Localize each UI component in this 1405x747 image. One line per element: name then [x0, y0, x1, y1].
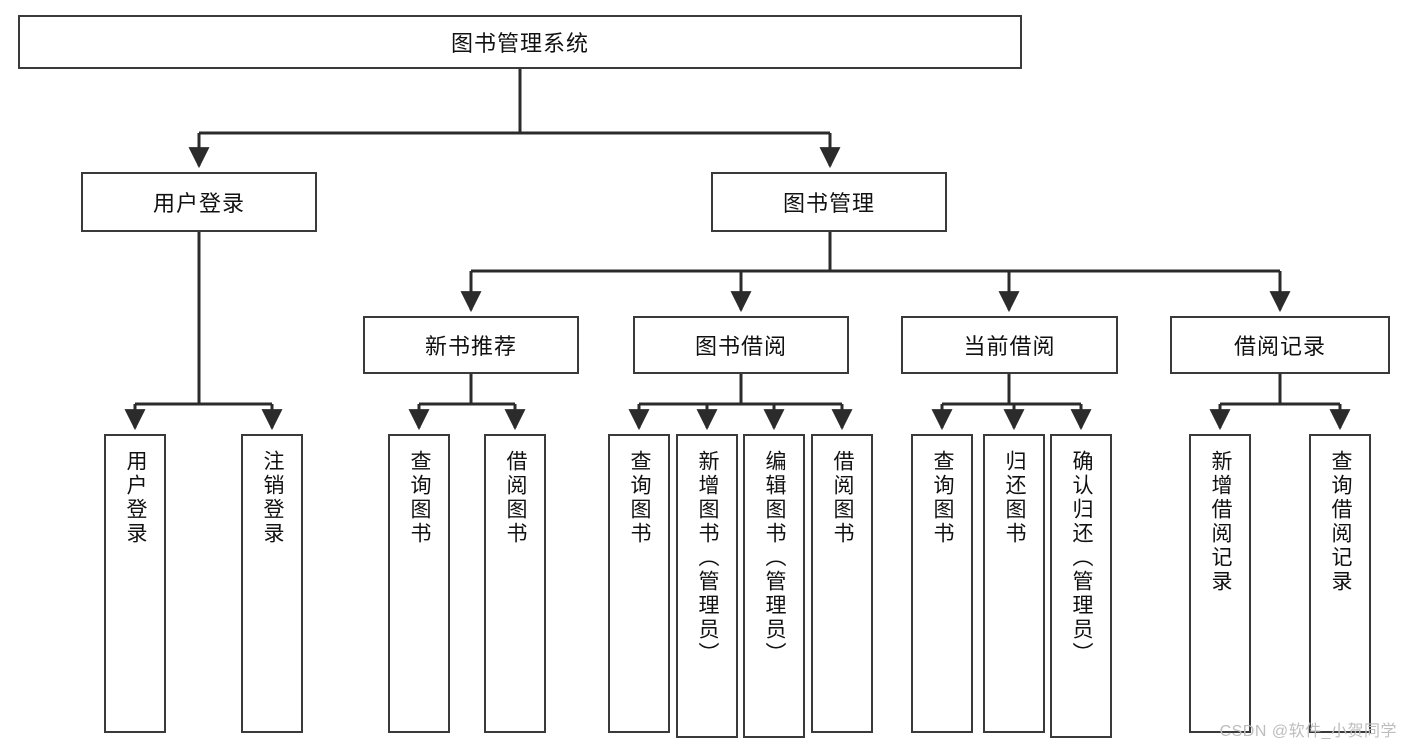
leaf-confirm-return-admin[interactable]: 确认归还（管理员）: [1050, 434, 1112, 738]
leaf-query-borrow-record-label: 查询借阅记录: [1329, 450, 1353, 594]
node-current-borrow[interactable]: 当前借阅: [901, 316, 1118, 374]
node-user-login-label: 用户登录: [152, 191, 245, 216]
leaf-borrow-book[interactable]: 借阅图书: [811, 434, 873, 733]
leaf-return-book[interactable]: 归还图书: [983, 434, 1045, 733]
node-borrow-record[interactable]: 借阅记录: [1170, 316, 1390, 374]
leaf-logout[interactable]: 注销登录: [241, 434, 303, 733]
node-book-borrow-label: 图书借阅: [694, 334, 787, 359]
leaf-user-login-label: 用户登录: [124, 450, 148, 546]
leaf-add-book-admin[interactable]: 新增图书（管理员）: [676, 434, 738, 738]
leaf-borrow-book-label: 借阅图书: [831, 450, 855, 546]
leaf-logout-label: 注销登录: [261, 450, 285, 546]
leaf-confirm-return-admin-label: 确认归还（管理员）: [1070, 450, 1094, 666]
leaf-user-login[interactable]: 用户登录: [104, 434, 166, 733]
node-new-book-recommend[interactable]: 新书推荐: [363, 316, 579, 374]
leaf-query-book-borrow[interactable]: 查询图书: [608, 434, 670, 733]
node-user-login[interactable]: 用户登录: [81, 172, 317, 232]
leaf-edit-book-admin-label: 编辑图书（管理员）: [763, 450, 787, 666]
leaf-query-book-current[interactable]: 查询图书: [911, 434, 973, 733]
leaf-query-book-current-label: 查询图书: [931, 450, 955, 546]
leaf-add-borrow-record[interactable]: 新增借阅记录: [1189, 434, 1251, 733]
node-book-management[interactable]: 图书管理: [711, 172, 947, 232]
leaf-borrow-book-recommend-label: 借阅图书: [504, 450, 528, 546]
node-root-label: 图书管理系统: [450, 31, 589, 56]
leaf-return-book-label: 归还图书: [1003, 450, 1027, 546]
watermark: CSDN @软件_小贺同学: [1219, 723, 1397, 740]
node-book-management-label: 图书管理: [782, 191, 875, 216]
leaf-add-book-admin-label: 新增图书（管理员）: [696, 450, 720, 666]
node-current-borrow-label: 当前借阅: [963, 334, 1056, 359]
leaf-query-borrow-record[interactable]: 查询借阅记录: [1309, 434, 1371, 733]
leaf-edit-book-admin[interactable]: 编辑图书（管理员）: [743, 434, 805, 738]
leaf-borrow-book-recommend[interactable]: 借阅图书: [484, 434, 546, 733]
node-borrow-record-label: 借阅记录: [1233, 334, 1326, 359]
leaf-query-book-recommend-label: 查询图书: [408, 450, 432, 546]
node-root[interactable]: 图书管理系统: [18, 15, 1022, 69]
node-new-book-recommend-label: 新书推荐: [424, 334, 517, 359]
leaf-add-borrow-record-label: 新增借阅记录: [1209, 450, 1233, 594]
leaf-query-book-borrow-label: 查询图书: [628, 450, 652, 546]
node-book-borrow[interactable]: 图书借阅: [633, 316, 849, 374]
leaf-query-book-recommend[interactable]: 查询图书: [388, 434, 450, 733]
